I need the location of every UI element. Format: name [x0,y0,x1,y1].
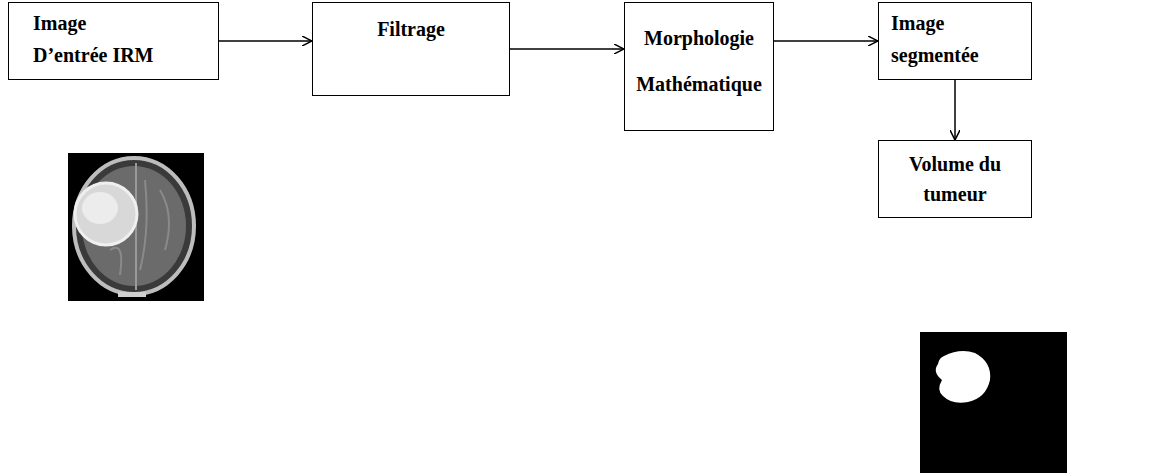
process-box: Image D’entrée IRM [8,2,219,80]
flow-arrow [774,40,878,42]
process-box: Filtrage [312,2,510,96]
flow-arrow [954,80,956,140]
process-box: Volume du tumeur [878,140,1032,218]
box-label: Image segmentée [891,7,991,71]
process-box: Morphologie Mathématique [624,2,774,131]
flow-arrow [219,40,312,42]
box-label: Morphologie Mathématique [635,15,763,107]
mri-input-image [68,153,204,301]
process-box: Image segmentée [878,2,1032,80]
segmented-image [920,332,1067,473]
box-label: Volume du tumeur [893,149,1017,209]
box-label: Filtrage [323,15,499,43]
box-label: Image D’entrée IRM [33,7,158,71]
flow-arrow [510,48,624,50]
